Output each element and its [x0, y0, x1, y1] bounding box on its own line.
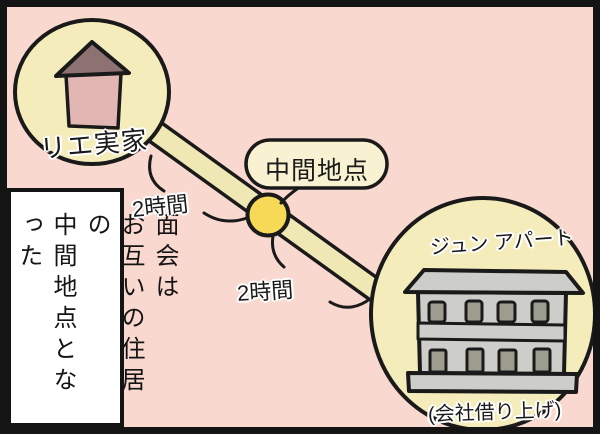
pointer-arc-lower-left [271, 234, 286, 269]
house-icon [54, 40, 131, 130]
travel-time-upper-label: 2時間 [130, 191, 190, 222]
window [428, 348, 448, 374]
window [496, 300, 517, 324]
speech-bubble [244, 138, 389, 190]
midpoint-bubble-label: 中間地点 [264, 157, 369, 185]
caption-text: 面会は お互いの住居の 中間地点となった [15, 212, 178, 398]
building-floor-divider [416, 321, 567, 343]
house-roof [54, 40, 131, 78]
building-windows [427, 299, 552, 374]
building-roof [403, 268, 585, 295]
pointer-arc-upper-right [202, 211, 249, 223]
window [465, 347, 485, 374]
pointer-arc-lower-right [328, 299, 369, 309]
window [464, 299, 484, 324]
bubble-tail [279, 187, 299, 205]
travel-time-lower-label: 2時間 [236, 277, 295, 306]
window [532, 347, 552, 374]
building-base [406, 371, 579, 394]
company-lease-note: (会社借り上げ) [427, 399, 562, 426]
apartment-icon [403, 268, 585, 394]
window [427, 300, 447, 324]
window [497, 348, 518, 374]
pointer-arc-upper-left [148, 154, 166, 193]
window [530, 299, 550, 324]
midpoint-dot [245, 192, 291, 238]
caption-box: 面会は お互いの住居の 中間地点となった [7, 188, 178, 427]
pointer-arcs [148, 154, 369, 309]
house-body [64, 71, 123, 130]
